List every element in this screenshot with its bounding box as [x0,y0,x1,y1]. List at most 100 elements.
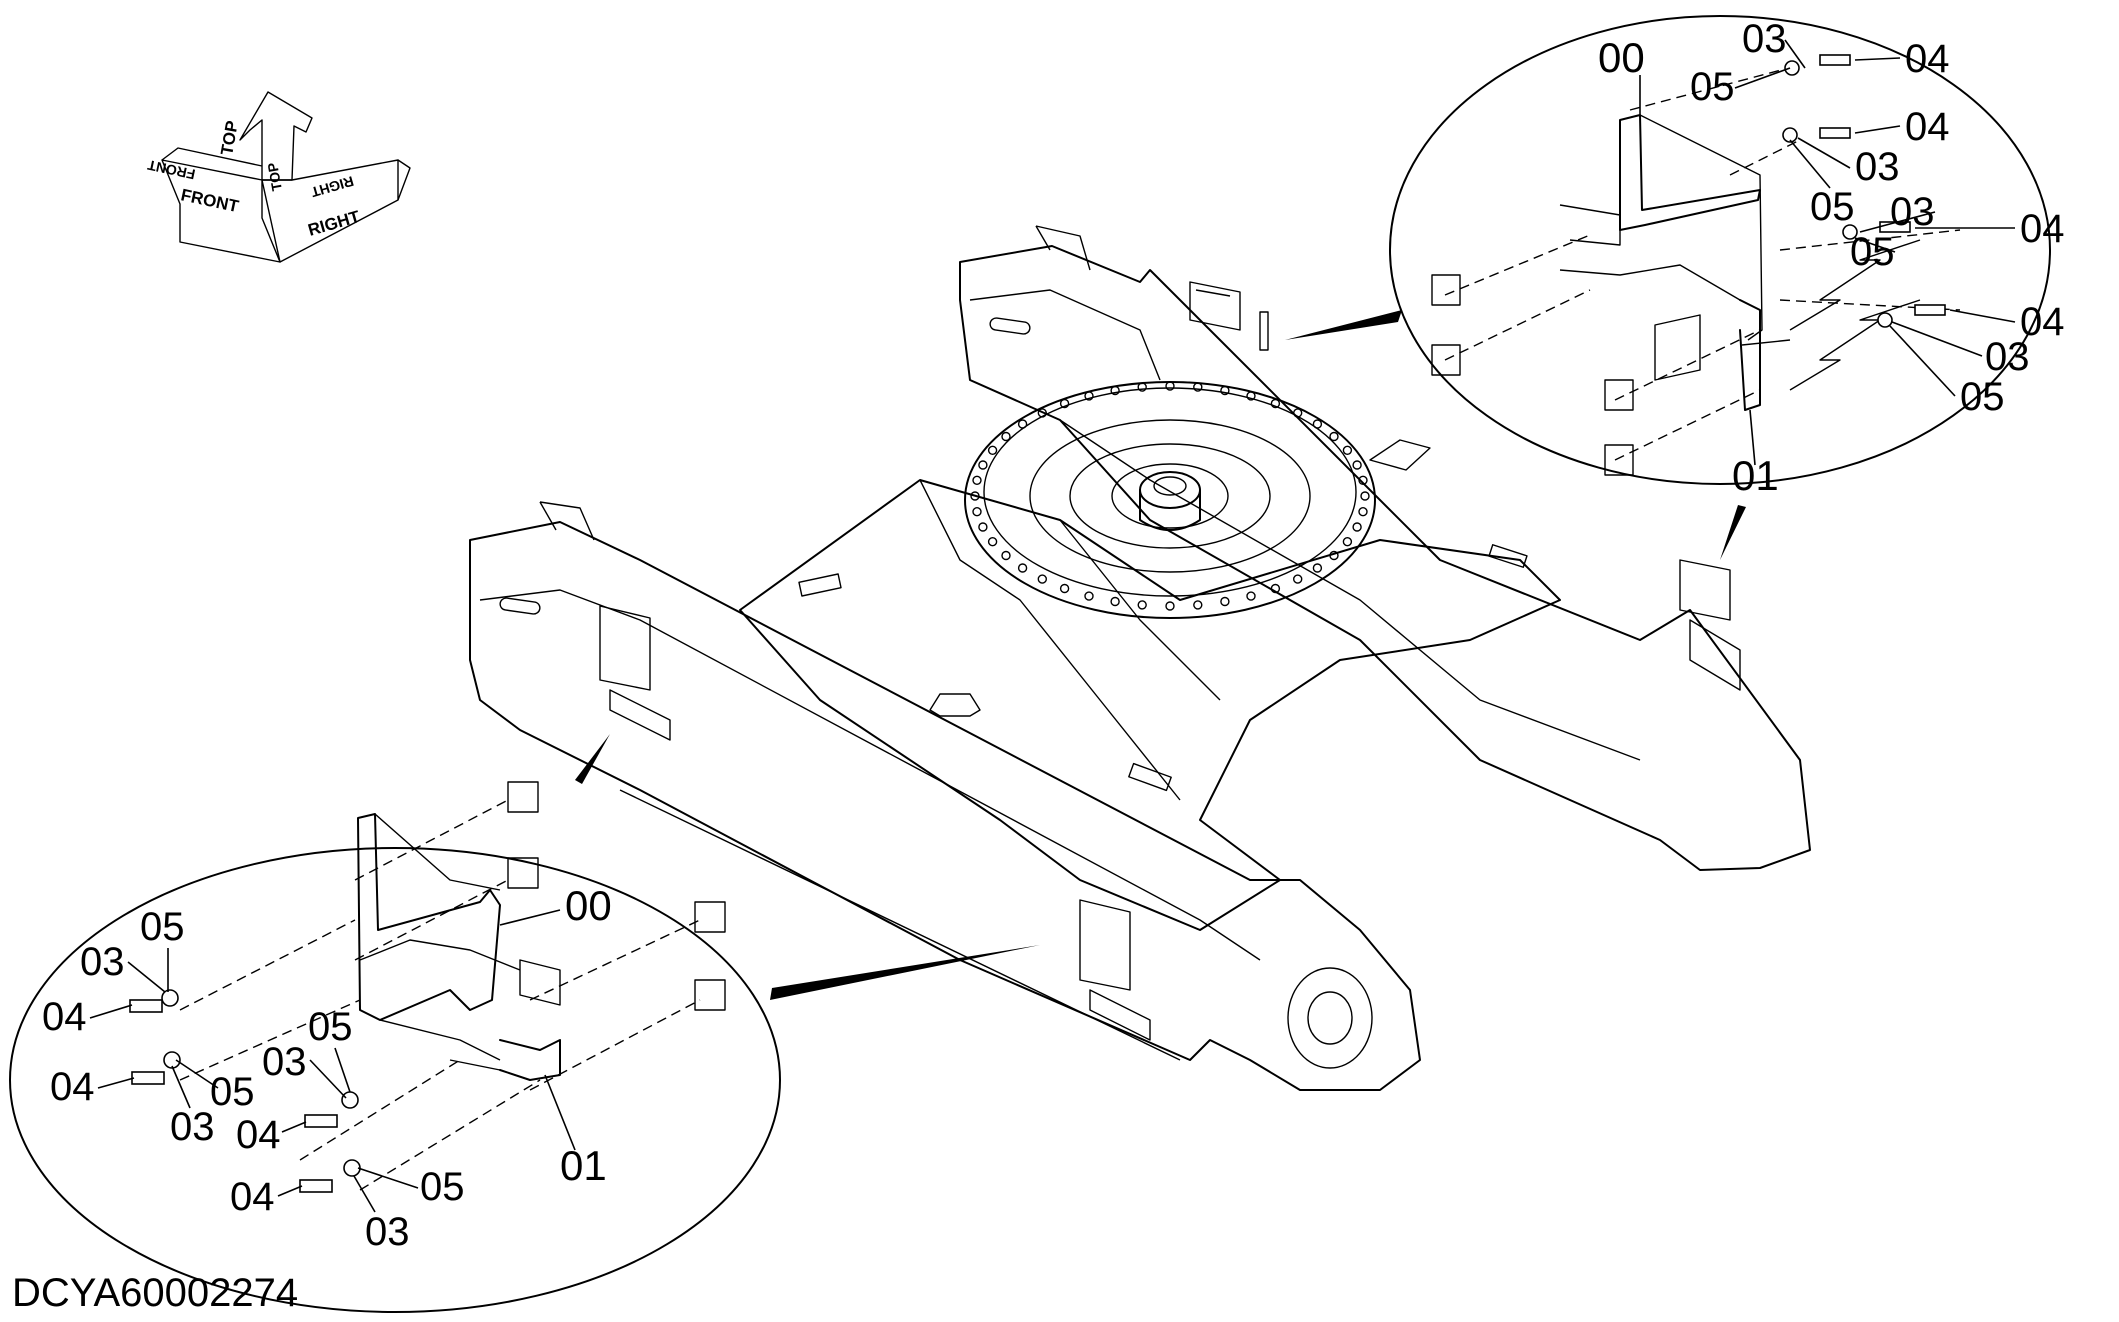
lower-bolts [129,989,361,1193]
bearing-bolt-hole [987,537,998,547]
swing-bearing [964,381,1376,619]
right-label: RIGHT [306,207,363,240]
svg-text:TOP: TOP [264,161,285,192]
guard-plate-01 [1739,299,1761,411]
lower-callout-10: 04 [230,1175,275,1219]
lower-callout-7: 03 [262,1040,307,1084]
bearing-bolt-hole [1329,431,1339,442]
pointer-upper-bubble-end [1720,505,1746,560]
lower-callout-3: 04 [42,995,87,1039]
bearing-bolt-hole [1246,391,1256,401]
bearing-bolt-hole [1059,398,1070,409]
bearing-bolt-hole [1137,600,1147,610]
bearing-bolt-hole [1037,408,1048,418]
upper-callout-3: 05 [1690,65,1735,109]
upper-callout-5: 03 [1855,145,1900,189]
bearing-bolt-hole [1084,591,1094,601]
bearing-bolt-hole [1352,522,1362,532]
upper-callout-11: 03 [1985,335,2030,379]
pointer-lower-bubble-mid [770,945,1040,1000]
bearing-bolt-hole [1358,475,1368,485]
upper-detail-bubble: 00 01 03 04 05 04 03 05 03 04 05 04 03 0… [1389,15,2065,499]
lower-callout-11: 05 [420,1165,465,1209]
lower-callout-4: 04 [50,1065,95,1109]
bearing-bolt-hole [1165,381,1175,391]
bearing-bolt-hole [1037,574,1048,584]
lower-callout-1: 05 [140,905,185,949]
pointer-upper-bubble [1285,310,1402,340]
bearing-bolt-hole [1358,507,1368,517]
upper-bolts [1782,54,1946,328]
bearing-bolt-hole [1165,601,1175,611]
upper-part-01: 01 [1732,452,1779,499]
bearing-bolt-hole [1270,583,1281,594]
svg-text:FRONT: FRONT [146,157,197,183]
bearing-bolt-hole [970,491,980,501]
bearing-bolt-hole [1193,600,1203,610]
bearing-bolt-hole [978,522,988,532]
svg-text:RIGHT: RIGHT [309,173,356,201]
bearing-bolt-hole [1342,445,1353,455]
upper-part-00: 00 [1598,34,1645,81]
bearing-bolt-hole [1292,574,1303,584]
upper-callout-4: 04 [1905,105,1950,149]
upper-callout-12: 05 [1960,375,2005,419]
bearing-bolt-hole [1193,382,1203,392]
top-label: TOP [217,119,242,156]
bearing-bolt-hole [1001,431,1011,442]
orientation-icon: FRONT TOP RIGHT FRONT TOP RIGHT [146,91,411,263]
bearing-bolt-hole [1110,385,1120,396]
bearing-bolt-hole [1110,596,1120,607]
bearing-bolt-hole [978,460,988,470]
guard-bracket-front-mid [1079,899,1151,1041]
lower-callout-9: 04 [236,1113,281,1157]
bearing-bolt-hole [1059,583,1070,594]
upper-callout-6: 05 [1810,185,1855,229]
lower-detail-bubble: 00 01 05 03 04 04 05 03 03 05 04 04 05 0… [9,781,781,1313]
lower-callout-5: 05 [210,1070,255,1114]
bearing-bolt-hole [1329,550,1339,561]
bearing-bolt-hole [1220,385,1230,396]
bearing-bolt-hole [1001,550,1011,561]
upper-callout-7: 03 [1890,190,1935,234]
upper-callout-2: 04 [1905,37,1950,81]
lower-callout-6: 03 [170,1105,215,1149]
bearing-bolt-hole [1246,591,1256,601]
bearing-bolt-hole [1137,382,1147,392]
lower-guard-plate-01 [499,1039,561,1081]
track-frame-assembly [469,225,1811,1091]
upper-callout-10: 04 [2020,300,2065,344]
lower-callout-8: 05 [308,1005,353,1049]
bearing-bolt-hole [1342,537,1353,547]
front-label: FRONT [179,185,241,216]
bearing-bolt-hole [1352,460,1362,470]
upper-callout-1: 03 [1742,17,1787,61]
lower-guard-plate-00 [357,813,501,1021]
lower-callout-12: 03 [365,1210,410,1254]
lower-part-00: 00 [565,882,612,929]
bearing-bolt-hole [972,475,982,485]
pointer-lower-bubble-left [575,734,610,784]
center-frame [739,479,1561,931]
bearing-bolt-hole [1084,391,1094,401]
drawing-id: DCYA60002274 [12,1271,298,1315]
bearing-bolt-hole [1270,398,1281,409]
guard-plate-00 [1619,114,1761,231]
bearing-bolt-hole [1360,491,1370,501]
bearing-bolt-hole [1292,408,1303,418]
upper-callout-9: 05 [1850,230,1895,274]
bearing-bolt-hole [1312,563,1323,573]
lower-part-01: 01 [560,1142,607,1189]
bearing-bolt-hole [1220,596,1230,607]
guard-bracket-rear-top [1189,281,1269,351]
bearing-bolt-hole [972,507,982,517]
guard-bracket-front-left [599,605,671,741]
upper-callout-8: 04 [2020,207,2065,251]
lower-callout-2: 03 [80,940,125,984]
left-side-frame [469,521,1421,1091]
bearing-bolt-hole [1017,563,1028,573]
bearing-bolt-hole [1312,419,1323,429]
guard-bracket-rear-end [1679,559,1741,691]
bearing-bolt-hole [987,445,998,455]
